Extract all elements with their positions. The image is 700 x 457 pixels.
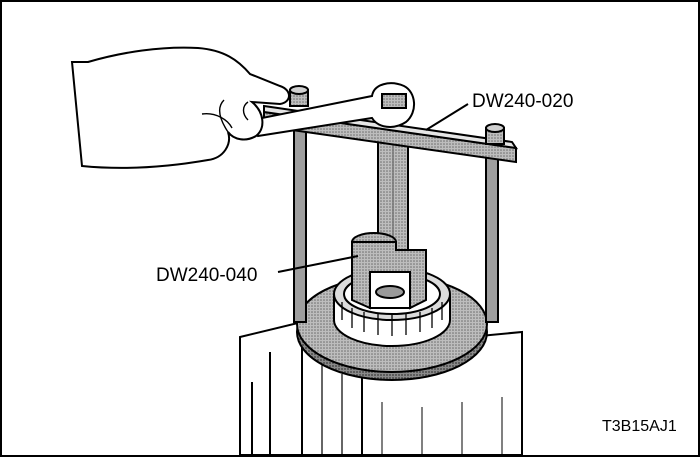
rod-nuts — [289, 85, 505, 145]
lower-adapter — [351, 232, 427, 310]
label-dw240-040: DW240-040 — [156, 265, 258, 286]
figure-code: T3B15AJ1 — [602, 418, 677, 435]
callout-leaders — [277, 103, 469, 273]
wrench — [250, 82, 415, 138]
hand — [70, 46, 290, 169]
label-dw240-020: DW240-020 — [472, 91, 574, 112]
